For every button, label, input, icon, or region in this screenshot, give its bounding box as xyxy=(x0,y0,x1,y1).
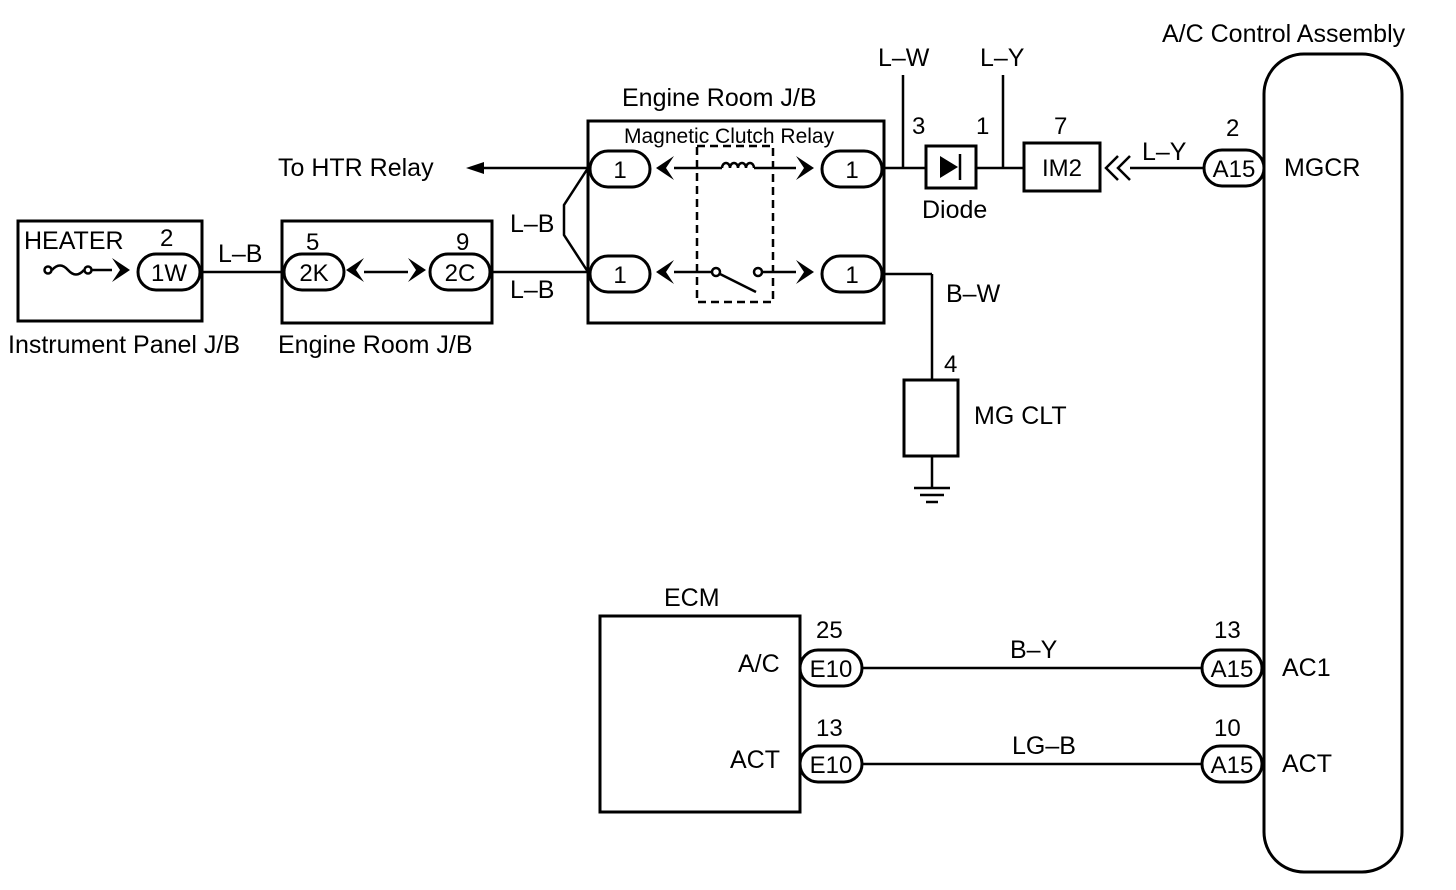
svg-text:3: 3 xyxy=(912,113,925,140)
wire-label-lgb: LG–B xyxy=(1012,732,1076,760)
svg-text:4: 4 xyxy=(944,351,957,378)
diode-icon xyxy=(940,156,958,178)
svg-text:E10: E10 xyxy=(810,752,853,779)
terminal-act-ac: ACT xyxy=(1282,750,1332,778)
relay-switch-icon xyxy=(710,266,722,278)
terminal-mgcr: MGCR xyxy=(1284,154,1360,182)
ground-icon xyxy=(914,486,950,504)
engine-room-jb-main: Engine Room J/B Magnetic Clutch Relay 1 … xyxy=(586,84,886,325)
svg-text:10: 10 xyxy=(1214,715,1241,742)
wire-label-lb-2: L–B xyxy=(510,276,554,304)
terminal-ac1: AC1 xyxy=(1282,654,1331,682)
wire-label-by: B–Y xyxy=(1010,636,1058,664)
ecm: ECM A/C ACT 25 E10 13 E10 xyxy=(598,584,864,814)
connector-chevron-icon xyxy=(112,258,130,282)
svg-text:A15: A15 xyxy=(1213,156,1256,183)
connector-im2 xyxy=(1022,141,1102,193)
svg-text:1W: 1W xyxy=(151,260,187,287)
svg-text:1: 1 xyxy=(613,262,626,289)
ac-control-label: A/C Control Assembly xyxy=(1162,20,1406,48)
svg-text:2: 2 xyxy=(1226,115,1239,142)
wire-label-ly-2: L–Y xyxy=(1142,138,1187,166)
mg-clt-label: MG CLT xyxy=(974,402,1067,430)
to-htr-relay-label: To HTR Relay xyxy=(278,154,434,182)
relay-conn-bl xyxy=(588,254,652,294)
engine-room-jb-main-label: Engine Room J/B xyxy=(622,84,817,112)
svg-text:9: 9 xyxy=(456,229,469,256)
svg-text:5: 5 xyxy=(306,229,319,256)
ecm-label: ECM xyxy=(664,584,720,612)
heater-pin: 2 xyxy=(160,225,173,252)
wire-label-ly-1: L–Y xyxy=(980,44,1025,72)
mg-clt-coil xyxy=(902,378,960,458)
ac-control-assembly: A/C Control Assembly 2 A15 MGCR 13 A15 A… xyxy=(1162,20,1406,874)
svg-text:E10: E10 xyxy=(810,656,853,683)
instrument-panel-jb-label: Instrument Panel J/B xyxy=(8,331,240,359)
svg-text:2K: 2K xyxy=(299,260,328,287)
engine-room-jb-left-label: Engine Room J/B xyxy=(278,331,473,359)
instrument-panel-jb: HEATER 2 1W Instrument Panel J/B xyxy=(8,219,240,359)
svg-text:A15: A15 xyxy=(1211,752,1254,779)
connector-a15-mgcr xyxy=(1202,148,1266,188)
svg-text:IM2: IM2 xyxy=(1042,155,1082,182)
wire-label-lb-3: L–B xyxy=(510,210,554,238)
relay-coil-icon xyxy=(720,161,756,169)
heater-label: HEATER xyxy=(24,227,124,255)
arrow-left-icon xyxy=(466,162,484,174)
svg-text:1: 1 xyxy=(845,157,858,184)
terminal-act-ecm: ACT xyxy=(730,746,780,774)
svg-text:2C: 2C xyxy=(445,260,476,287)
engine-room-jb-left: 5 9 2K 2C Engine Room J/B xyxy=(278,219,494,359)
svg-text:1: 1 xyxy=(976,113,989,140)
diode-label: Diode xyxy=(922,196,987,224)
relay-enclosure xyxy=(695,144,775,304)
terminal-ac: A/C xyxy=(738,650,780,678)
svg-text:13: 13 xyxy=(816,715,843,742)
wire-label-bw: B–W xyxy=(946,280,1001,308)
svg-text:1: 1 xyxy=(613,157,626,184)
wire-label-lb-1: L–B xyxy=(218,240,262,268)
relay-conn-tl xyxy=(588,149,652,189)
svg-text:25: 25 xyxy=(816,617,843,644)
magnetic-clutch-relay-label: Magnetic Clutch Relay xyxy=(624,125,835,148)
fuse-icon xyxy=(43,265,53,275)
svg-text:7: 7 xyxy=(1054,113,1067,140)
svg-text:1: 1 xyxy=(845,262,858,289)
connector-2k xyxy=(282,252,346,292)
wire-label-lw: L–W xyxy=(878,44,930,72)
svg-text:A15: A15 xyxy=(1211,656,1254,683)
svg-text:13: 13 xyxy=(1214,617,1241,644)
